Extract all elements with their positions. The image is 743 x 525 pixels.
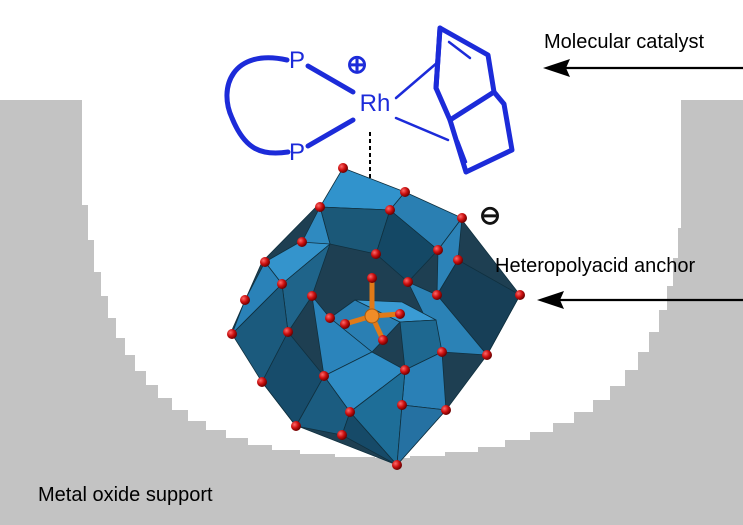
phosphorus-atom-bottom: P — [289, 139, 305, 166]
rhodium-atom: Rh — [360, 90, 391, 117]
heteropolyacid-anchor-label: Heteropolyacid anchor — [495, 255, 696, 277]
heteropolyacid-anchor-arrow — [537, 291, 743, 309]
positive-charge-icon: ⊕ — [346, 49, 368, 79]
molecular-catalyst-label: Molecular catalyst — [544, 31, 705, 53]
oxygen-atoms — [227, 163, 525, 470]
negative-charge-icon: ⊖ — [479, 200, 501, 230]
metal-oxide-support-label: Metal oxide support — [38, 484, 213, 506]
molecular-catalyst-arrow — [543, 59, 743, 77]
phosphorus-atom-top: P — [289, 47, 305, 74]
metal-oxide-support-surface — [0, 100, 743, 525]
catalyst-ligand-bonds — [224, 25, 515, 175]
